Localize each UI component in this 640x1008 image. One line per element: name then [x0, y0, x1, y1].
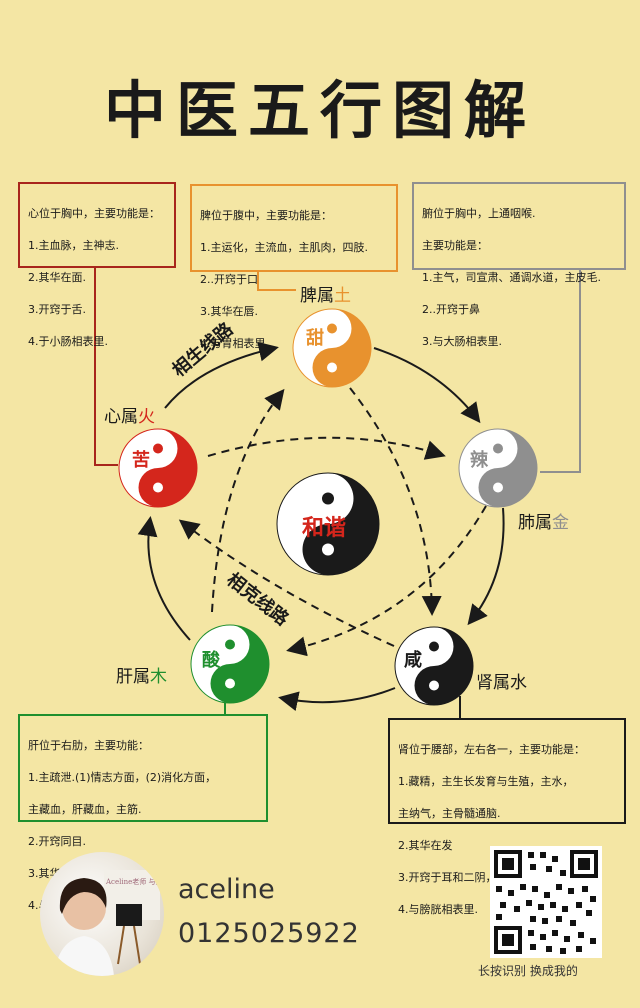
arrow-liver-heart [137, 516, 191, 641]
yin-yang-water-icon [394, 626, 474, 706]
liver-info-box: 肝位于右肋，主要功能： 1.主疏泄.(1)情志方面，(2)消化方面， 主藏血，肝… [18, 714, 268, 912]
liver-label: 肝属木 [116, 667, 167, 687]
spleen-connector [257, 272, 296, 291]
lung-info-box: 腑位于胸中，上通咽喉. 主要功能是： 1.主气，司宣肃、通调水道，主皮毛. 2.… [412, 182, 626, 348]
taste-sweet: 甜 [306, 328, 324, 349]
spleen-info-box: 脾位于腹中，主要功能是： 1.主运化，主流血，主肌肉，四肢. 2..开窍于口 3… [190, 184, 398, 350]
lung-connector [540, 270, 581, 473]
ke-heart-lung [207, 436, 446, 460]
arrow-heart-spleen [164, 341, 279, 409]
yin-yang-wood-icon [190, 624, 270, 704]
yin-yang-harmony-icon [276, 472, 380, 576]
ke-lung-liver [286, 505, 487, 657]
ke-spleen-kidney [349, 387, 442, 616]
photo-caption: Aceline老师 与您分享身心之旅 [105, 877, 164, 886]
contact-name: aceline [178, 874, 275, 905]
spleen-label: 脾属土 [300, 286, 351, 306]
person-photo-icon: Aceline老师 与您分享身心之旅 [54, 870, 164, 976]
lung-label: 肺属金 [518, 513, 569, 533]
harmony-text: 和谐 [302, 516, 347, 541]
profile-photo: Aceline老师 与您分享身心之旅 [40, 852, 164, 976]
heart-info-box: 心位于胸中，主要功能是： 1.主血脉，主神志. 2.其华在面. 3.开窍于舌. … [18, 182, 176, 348]
arrow-kidney-liver [278, 687, 396, 712]
contact-phone[interactable]: 0125025922 [178, 918, 360, 949]
page-title: 中医五行图解 [103, 74, 536, 147]
yin-yang-fire-icon [118, 428, 198, 508]
arrow-lung-kidney [467, 507, 505, 626]
qr-code-icon[interactable] [490, 846, 602, 958]
yin-yang-metal-icon [458, 428, 538, 508]
ke-liver-spleen [211, 388, 285, 613]
taste-salty: 咸 [404, 650, 422, 671]
qr-caption: 长按识别 换成我的 [478, 964, 578, 978]
yin-yang-earth-icon [292, 308, 372, 388]
taste-spicy: 辣 [470, 450, 488, 471]
arrow-spleen-lung [373, 347, 481, 424]
kidney-info-box: 肾位于腰部，左右各一，主要功能是： 1.藏精，主生长发育与生殖，主水， 主纳气，… [388, 718, 626, 916]
taste-bitter: 苦 [132, 450, 150, 471]
kidney-label: 肾属水 [476, 673, 527, 693]
ke-kidney-heart [178, 519, 395, 647]
heart-connector [94, 268, 118, 466]
taste-sour: 酸 [202, 650, 220, 671]
heart-label: 心属火 [104, 407, 155, 427]
